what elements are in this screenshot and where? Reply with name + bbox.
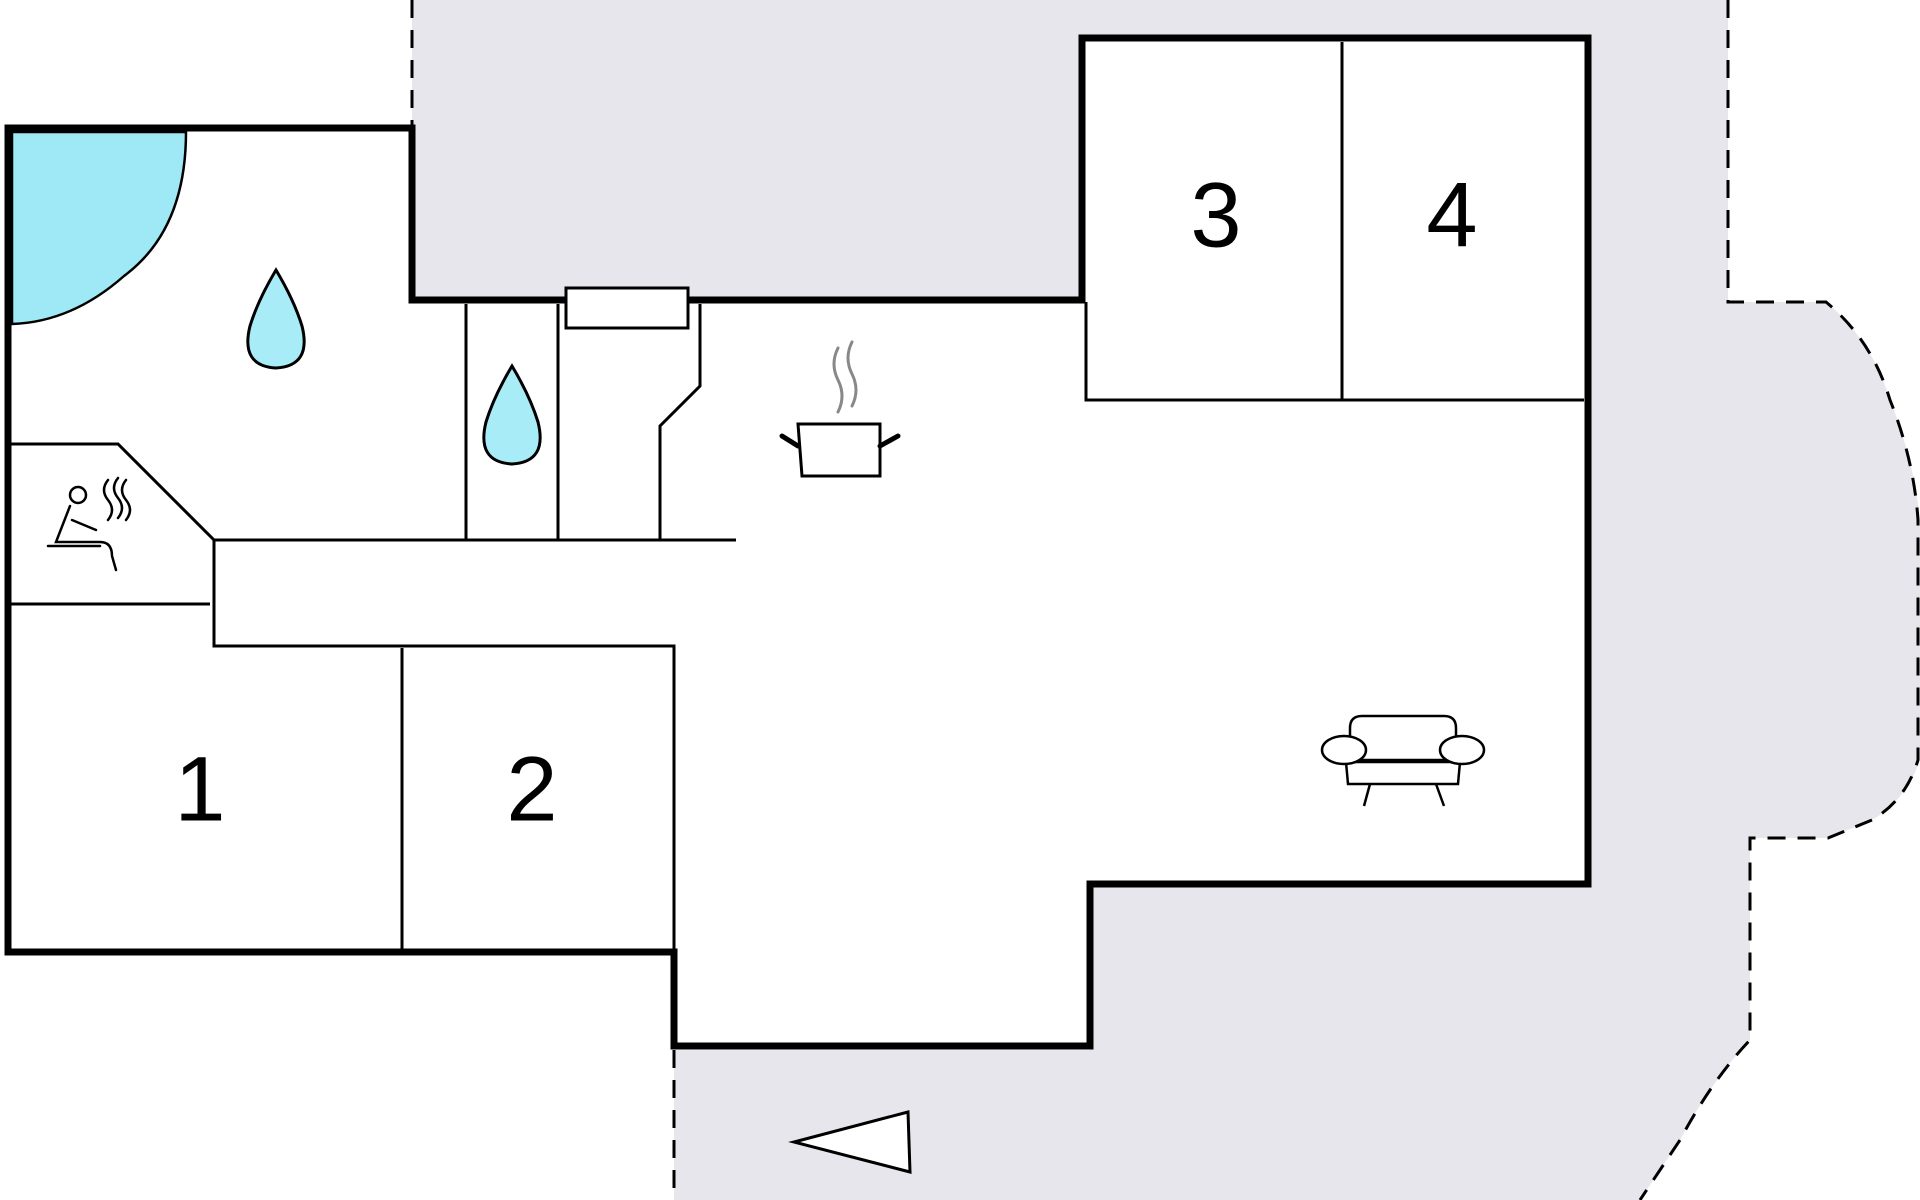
room-label-3: 3 (1190, 164, 1241, 266)
interior-walls (8, 42, 1584, 952)
room-label-1: 1 (174, 738, 225, 840)
water-drop-icon (246, 267, 306, 370)
room-label-4: 4 (1426, 164, 1477, 266)
cabinet (564, 286, 690, 330)
terrace-boundary-right (1638, 0, 1920, 1200)
room-label-2: 2 (506, 738, 557, 840)
cooking-pot-icon (779, 340, 901, 478)
entrance-arrow-icon (788, 1110, 912, 1174)
sofa-icon (1320, 714, 1486, 807)
shower-area (10, 130, 188, 326)
water-drop-icon (482, 363, 542, 466)
sauna-icon (46, 476, 132, 572)
